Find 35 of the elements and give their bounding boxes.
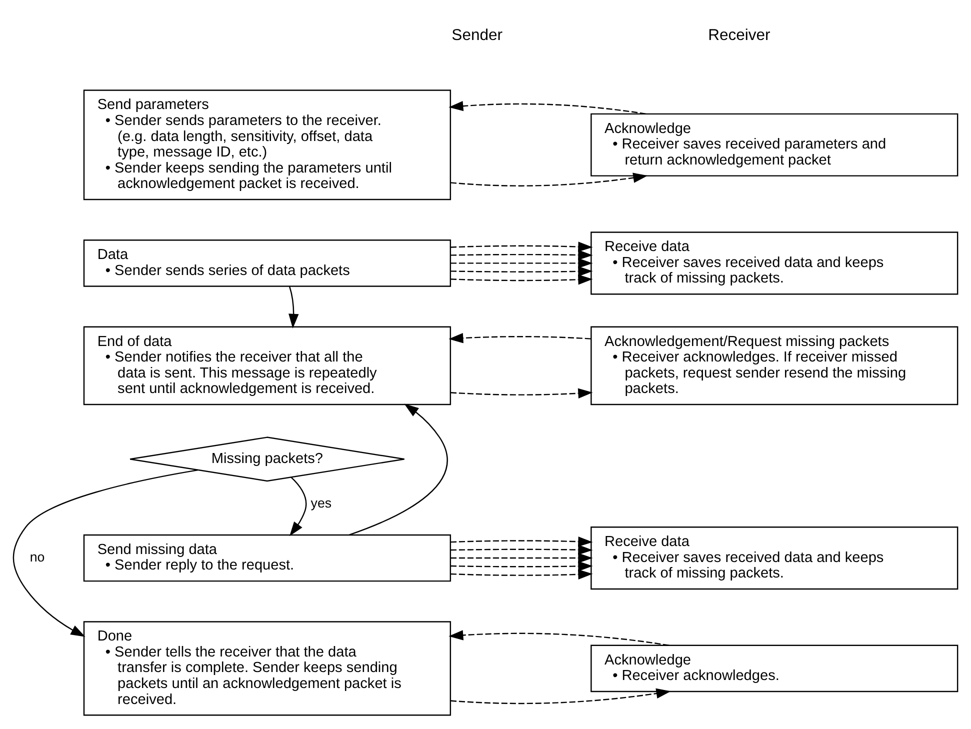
arrow	[450, 274, 593, 285]
node-box: Receive data • Receiver saves received data and keeps track of missing packets.	[590, 526, 958, 590]
arrow	[448, 630, 670, 646]
arrow	[12, 469, 198, 637]
node-diamond: Missing packets?	[129, 436, 405, 482]
arrow	[450, 258, 593, 268]
node-box: Done • Sender tells the receiver that the data transfer is complete. Sender keeps sending packets until an acknowledgement packet is received.	[83, 621, 452, 716]
arrow	[349, 404, 448, 536]
edge-label: yes	[310, 495, 332, 510]
node-box: Acknowledge • Receiver saves received parameters and return acknowledgement packet	[590, 113, 958, 176]
node-box: Acknowledgement/Request missing packets • Receiver acknowledges. If receiver missed packets, request sender resend the missing packets.	[590, 326, 958, 406]
node-box: Data • Sender sends series of data packets	[83, 240, 452, 287]
arrow	[450, 388, 593, 398]
node-box: Send parameters • Sender sends parameters to the receiver. (e.g. data length, sensitivity, offset, data type, message ID, etc.) • Sender keeps sending the parameters until acknowledgement packet is received.	[83, 90, 452, 200]
arrow	[450, 688, 671, 704]
arrow	[450, 544, 593, 555]
node-box: Acknowledge • Receiver acknowledges.	[590, 644, 958, 692]
arrow	[450, 561, 593, 572]
node-box: End of data • Sender notifies the receiver that all the data is sent. This message is repeatedly sent until acknowledgement is received.	[83, 326, 452, 406]
arrow	[448, 100, 646, 115]
edge-label: no	[30, 549, 45, 564]
arrow	[450, 172, 648, 186]
node-box: Send missing data • Sender reply to the request.	[83, 534, 452, 582]
arrow	[450, 536, 593, 547]
arrow	[288, 286, 299, 328]
label: Receiver	[708, 26, 770, 44]
arrow	[448, 333, 591, 344]
arrow	[290, 476, 307, 536]
arrow	[450, 242, 593, 252]
arrow	[450, 552, 593, 564]
arrow	[450, 266, 593, 276]
arrow	[450, 569, 593, 580]
arrow	[450, 250, 593, 260]
node-box: Receive data • Receiver saves received data and keeps track of missing packets.	[590, 232, 958, 295]
label: Sender	[452, 26, 503, 44]
